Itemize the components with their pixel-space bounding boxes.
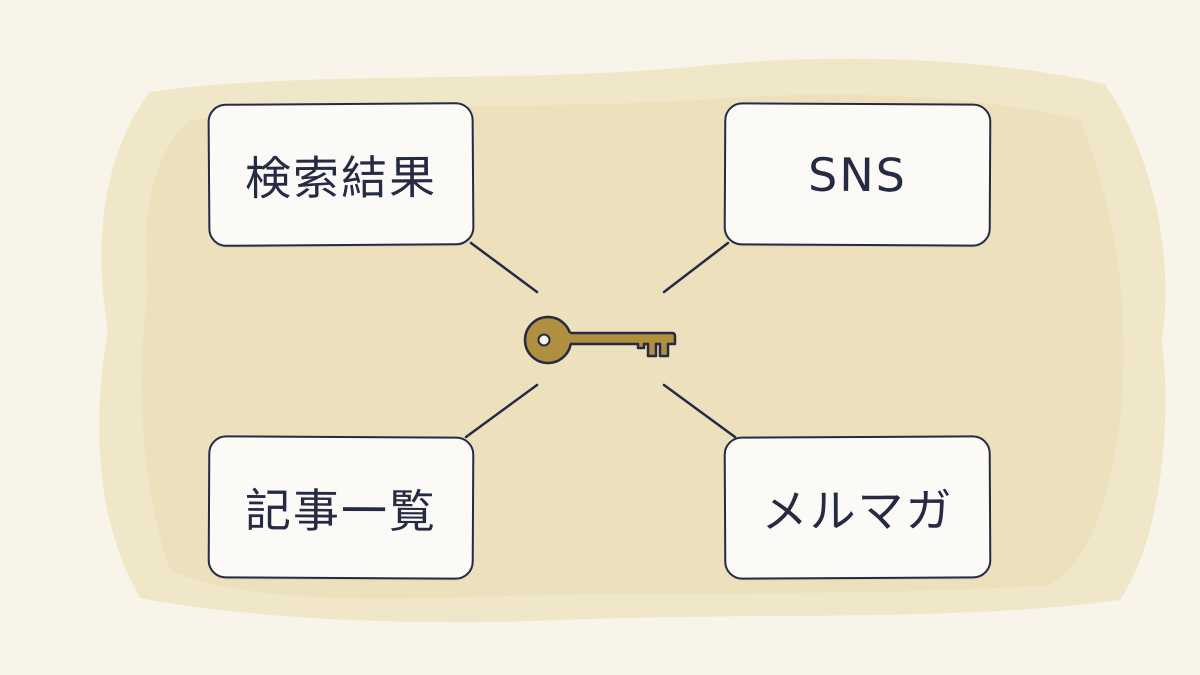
- connector-top-left: [469, 241, 539, 294]
- node-newsletter: メルマガ: [723, 435, 992, 580]
- key-icon: [518, 312, 678, 372]
- node-label: SNS: [807, 147, 908, 202]
- connector-top-right: [662, 241, 730, 294]
- node-label: 検索結果: [244, 149, 438, 206]
- node-label: メルマガ: [761, 482, 954, 539]
- node-search-results: 検索結果: [207, 102, 475, 247]
- connector-bottom-left: [464, 383, 539, 439]
- connector-bottom-right: [662, 383, 737, 439]
- node-sns: SNS: [723, 102, 992, 247]
- node-article-list: 記事一覧: [207, 435, 475, 580]
- node-label: 記事一覧: [244, 482, 438, 539]
